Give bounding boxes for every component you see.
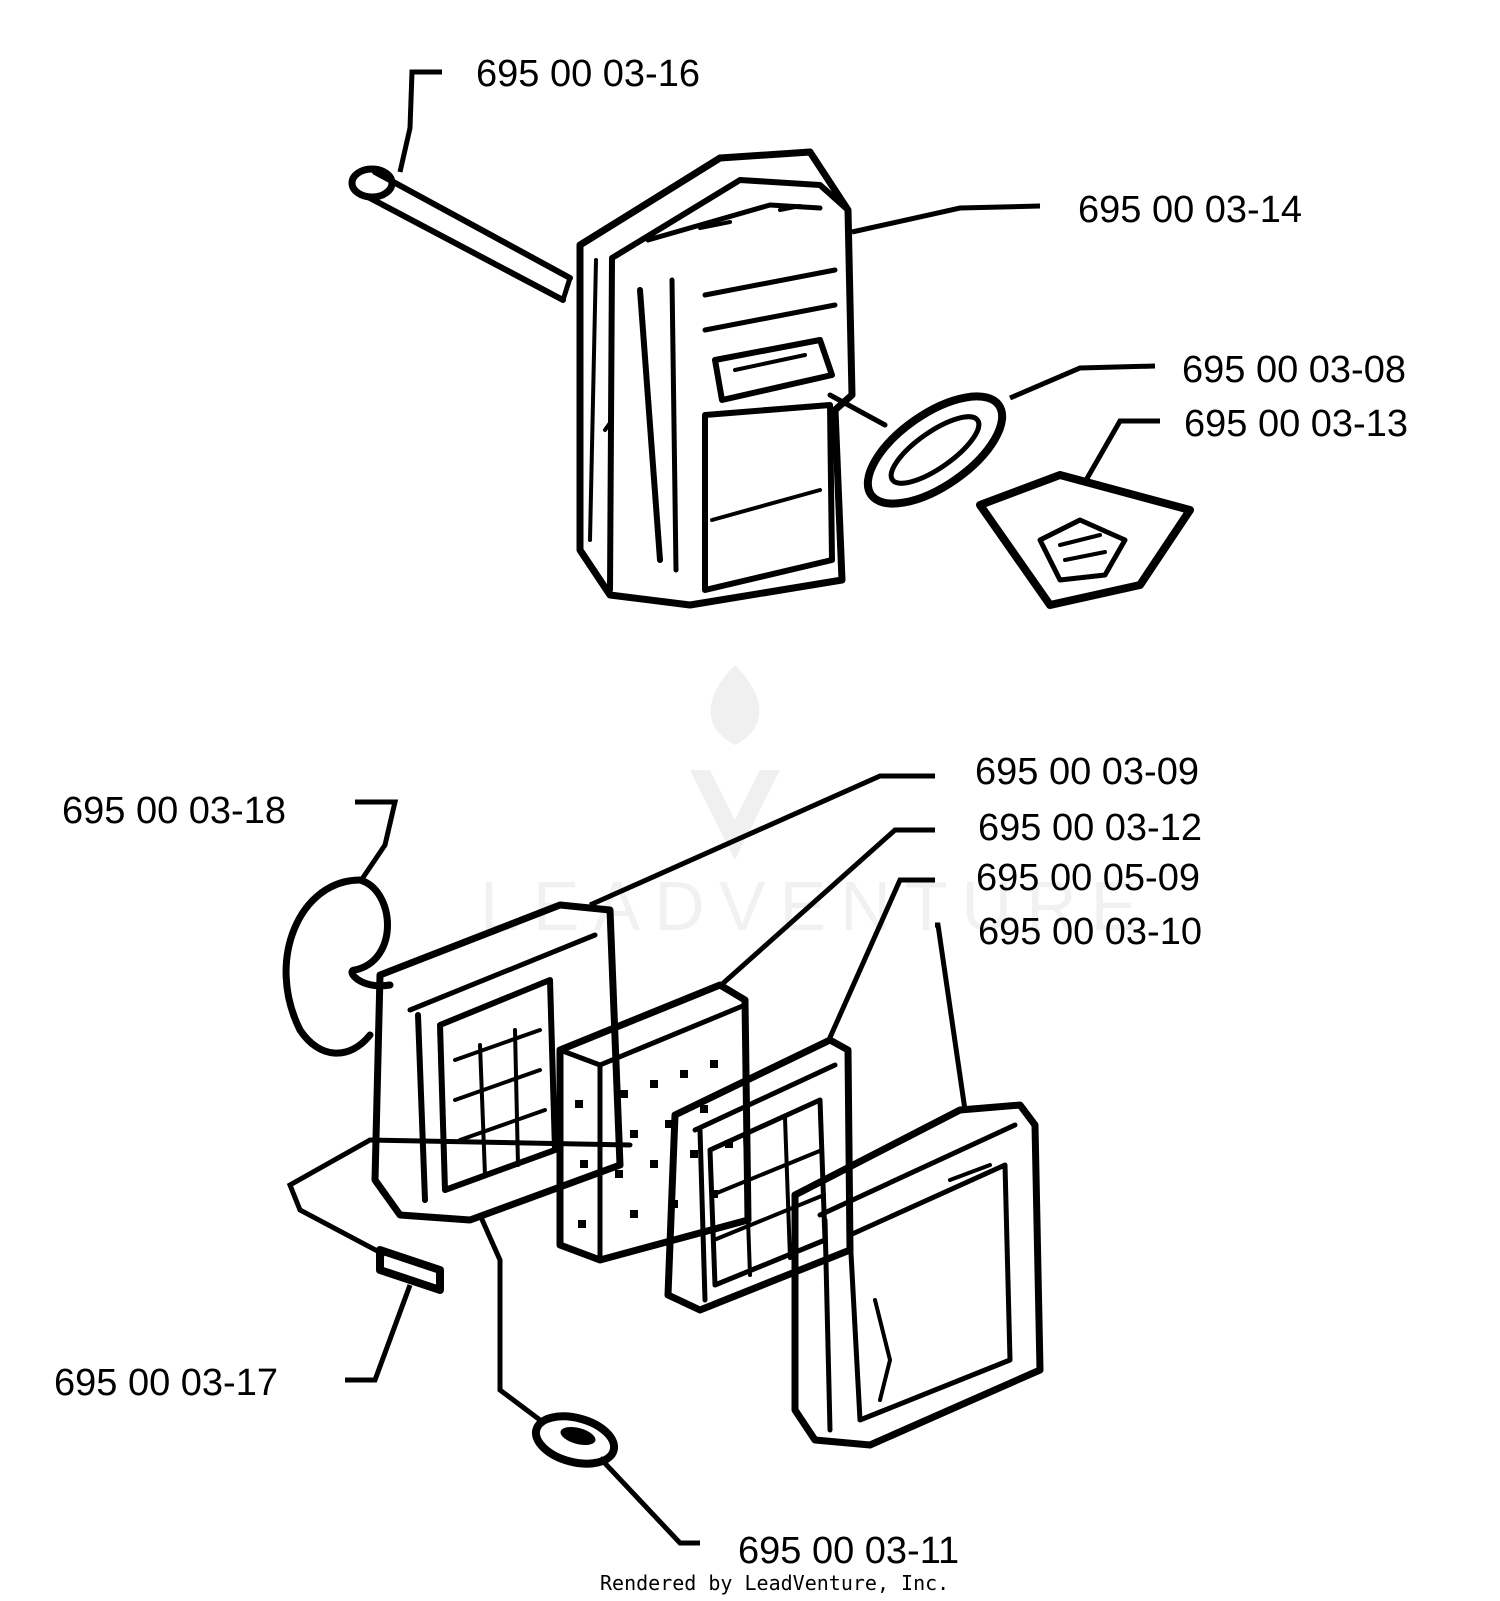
watermark-logo [690,665,780,860]
spark-screen-695-00-03-13 [976,471,1194,609]
label-695-00-03-16: 695 00 03-16 [476,53,700,95]
label-695-00-03-13: 695 00 03-13 [1184,403,1408,445]
label-695-00-03-11: 695 00 03-11 [738,1530,959,1572]
label-695-00-03-08: 695 00 03-08 [1182,349,1406,391]
label-695-00-03-14: 695 00 03-14 [1078,189,1302,231]
label-695-00-03-12: 695 00 03-12 [978,807,1202,849]
muffler-695-00-03-14 [576,148,856,609]
clip-695-00-03-18 [282,876,394,1057]
render-credit: Rendered by LeadVenture, Inc. [600,1571,949,1595]
foam-filter-695-00-03-12 [556,981,752,1264]
filter-cover-695-00-03-10 [791,1101,1044,1449]
label-695-00-03-10: 695 00 03-10 [978,911,1202,953]
nut-695-00-03-17 [376,1246,444,1294]
screw-695-00-03-16 [348,165,573,303]
knob-695-00-03-11 [531,1412,619,1468]
filter-grid-695-00-05-09 [664,1036,854,1314]
leader-lines [286,69,1160,1546]
label-695-00-03-17: 695 00 03-17 [54,1362,278,1404]
label-695-00-05-09: 695 00 05-09 [976,857,1200,899]
part-labels: 695 00 03-16 695 00 03-14 695 00 03-08 6… [54,53,1408,1572]
gasket-695-00-03-08 [827,392,1007,508]
label-695-00-03-09: 695 00 03-09 [975,751,1199,793]
filter-housing [367,901,633,1224]
label-695-00-03-18: 695 00 03-18 [62,790,286,832]
